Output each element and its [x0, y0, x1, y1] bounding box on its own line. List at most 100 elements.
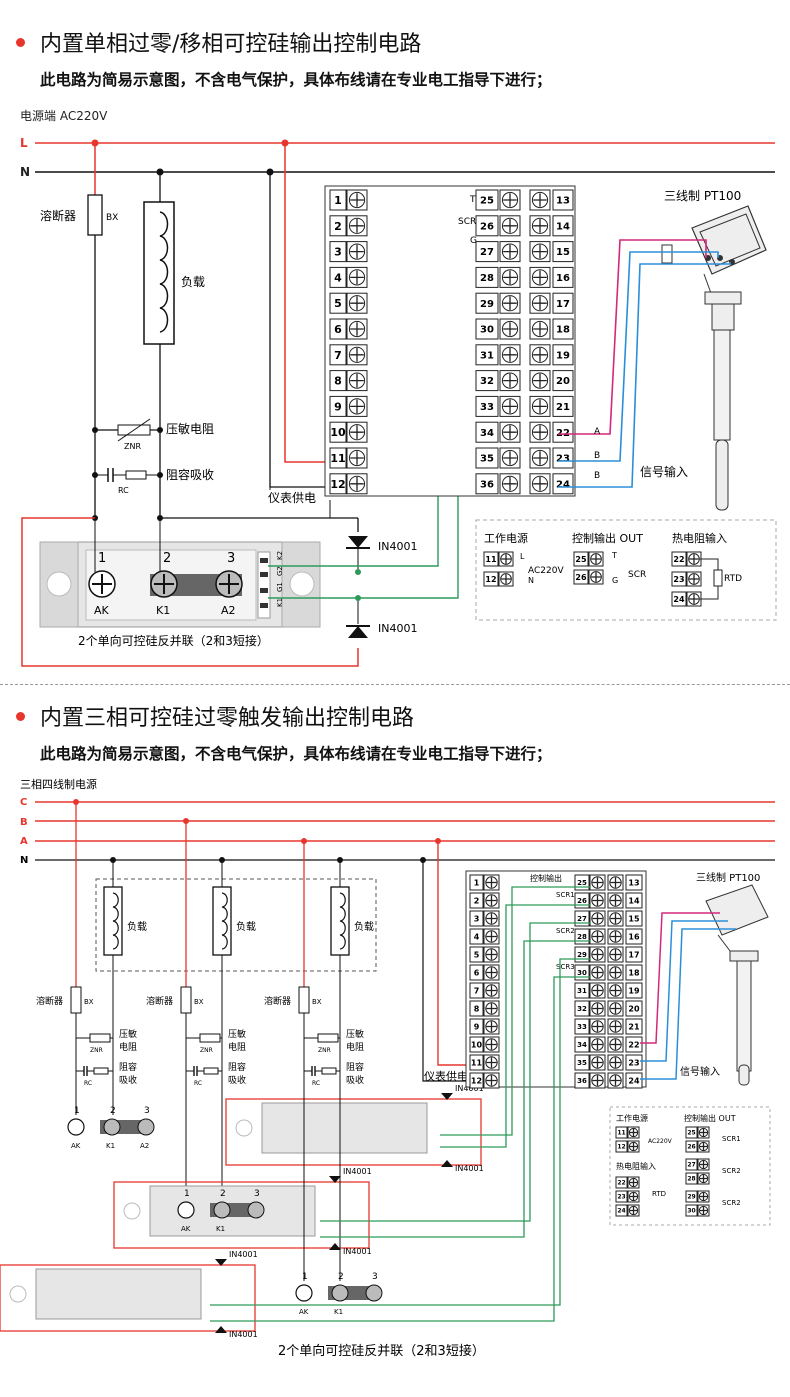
legend-rtd-in-3ph: 热电阻输入: [616, 1161, 656, 1171]
terminal-number: 29: [577, 951, 587, 959]
diode-label: IN4001: [229, 1250, 258, 1259]
single-phase-diagram: 电源端 AC220V L N 溶断器 BX 负载 ZNR 压敏电阻 RC 阻容吸…: [20, 109, 777, 667]
load-coil-icon: [221, 892, 228, 950]
section-divider: [0, 684, 790, 685]
sensor-label-3ph: 三线制 PT100: [696, 871, 760, 884]
terminal-number: 19: [628, 986, 640, 995]
module-term-k1: K1: [334, 1308, 343, 1316]
varistor-label: 压敏: [346, 1028, 364, 1040]
terminal-number: 1: [334, 194, 342, 207]
svg-text:G: G: [612, 576, 618, 585]
rtd-wire-b2: [558, 262, 731, 488]
gate-k2: K2: [276, 551, 284, 560]
screw-k1: [331, 1284, 349, 1302]
varistor-code: ZNR: [200, 1047, 213, 1054]
module-term-ak: AK: [71, 1142, 81, 1150]
red-loop-wire: [21, 517, 359, 667]
terminal-number: 10: [330, 426, 346, 439]
terminal-number: 30: [480, 325, 494, 336]
terminal-number: 28: [687, 1176, 695, 1183]
svg-text:L: L: [520, 552, 525, 561]
terminal-number: 29: [480, 299, 494, 310]
load-box: [143, 201, 175, 345]
load-coil-icon: [112, 892, 119, 950]
varistor-label: 压敏电阻: [166, 421, 214, 436]
legend-scr1-3ph: SCR1: [722, 1135, 741, 1143]
terminal-number: 23: [556, 454, 570, 465]
load-label: 负载: [236, 920, 256, 933]
fuse-label: 溶断器: [146, 995, 173, 1007]
varistor-label: 压敏: [119, 1028, 137, 1040]
module-caption-3ph: 2个单向可控硅反并联（2和3短接）: [278, 1343, 485, 1359]
fuse: [180, 986, 192, 1014]
terminal-number: 24: [628, 1076, 640, 1085]
abc-b1: B: [594, 451, 600, 461]
fuse-code: BX: [84, 998, 94, 1006]
section1-title: 内置单相过零/移相可控硅输出控制电路: [40, 32, 422, 57]
terminal-number: 7: [474, 986, 480, 995]
module-term-k1: K1: [156, 604, 170, 617]
terminal-number: 12: [617, 1144, 625, 1151]
legend-scr2b-3ph: SCR2: [722, 1199, 741, 1207]
screw-a2: [365, 1284, 383, 1302]
ctrl-label-SCR: SCR: [458, 217, 476, 227]
three-phase-loads: 负载负载负载: [103, 857, 374, 956]
terminal-number: 6: [334, 323, 342, 336]
module-pin-3: 3: [227, 551, 235, 566]
terminal-number: 1: [474, 878, 480, 887]
module-term-ak: AK: [181, 1225, 191, 1233]
module-pin-2: 2: [163, 551, 171, 566]
fuse: [298, 986, 310, 1014]
fuse-code: BX: [106, 213, 118, 223]
module-pin-2: 2: [220, 1189, 226, 1199]
legend-rtd-3ph: RTD: [652, 1190, 666, 1198]
ctrl-label-G: G: [470, 236, 477, 246]
terminal-number: 18: [628, 968, 640, 977]
screw-ak: [295, 1284, 313, 1302]
varistor: [89, 1033, 111, 1043]
terminal-number: 26: [480, 221, 494, 232]
varistor: [317, 1033, 339, 1043]
terminal-number: 26: [577, 897, 587, 905]
legend-ac-3ph: AC220V: [648, 1138, 673, 1145]
diode-icon: [329, 1243, 341, 1250]
terminal-number: 23: [673, 575, 684, 584]
power-label-3ph: 三相四线制电源: [20, 777, 97, 791]
fuse-label: 溶断器: [40, 208, 76, 223]
diode-icon: [215, 1326, 227, 1333]
module-pin-2: 2: [110, 1106, 116, 1116]
diode-label-2: IN4001: [378, 622, 417, 635]
terminal-number: 9: [334, 400, 342, 413]
rc-resistor: [203, 1067, 219, 1075]
terminal-number: 7: [334, 349, 342, 362]
terminal-number: 26: [575, 573, 587, 582]
terminal-number: 31: [480, 350, 494, 361]
thyristor-module: [35, 1268, 202, 1320]
legend-work-power-3ph: 工作电源: [616, 1113, 648, 1123]
terminal-number: 28: [577, 933, 587, 941]
terminal-number: 27: [480, 247, 494, 258]
terminal-number: 33: [577, 1023, 587, 1031]
terminal-number: 31: [577, 987, 587, 995]
terminal-number: 23: [617, 1194, 625, 1201]
rc-label: 阻容: [119, 1061, 137, 1073]
rc-label: 吸收: [119, 1074, 137, 1086]
terminal-block: [324, 185, 576, 497]
ctrl-out-label: 控制输出: [530, 873, 562, 883]
terminal-number: 18: [556, 325, 570, 336]
mounting-hole: [46, 571, 72, 597]
gate-g1: G1: [276, 582, 284, 592]
terminal-number: 11: [471, 1058, 483, 1067]
rc-resistor: [125, 470, 147, 480]
terminal-number: 27: [687, 1162, 695, 1169]
legend-work-power: 工作电源: [484, 531, 528, 545]
load-coil-icon: [339, 892, 346, 950]
terminal-number: 2: [474, 896, 480, 905]
terminal-number: 20: [628, 1004, 640, 1013]
meter-supply-label: 仪表供电: [268, 491, 316, 505]
gate-k1: K1: [276, 598, 284, 607]
module-pin-1: 1: [184, 1189, 190, 1199]
diode-icon: [329, 1176, 341, 1183]
